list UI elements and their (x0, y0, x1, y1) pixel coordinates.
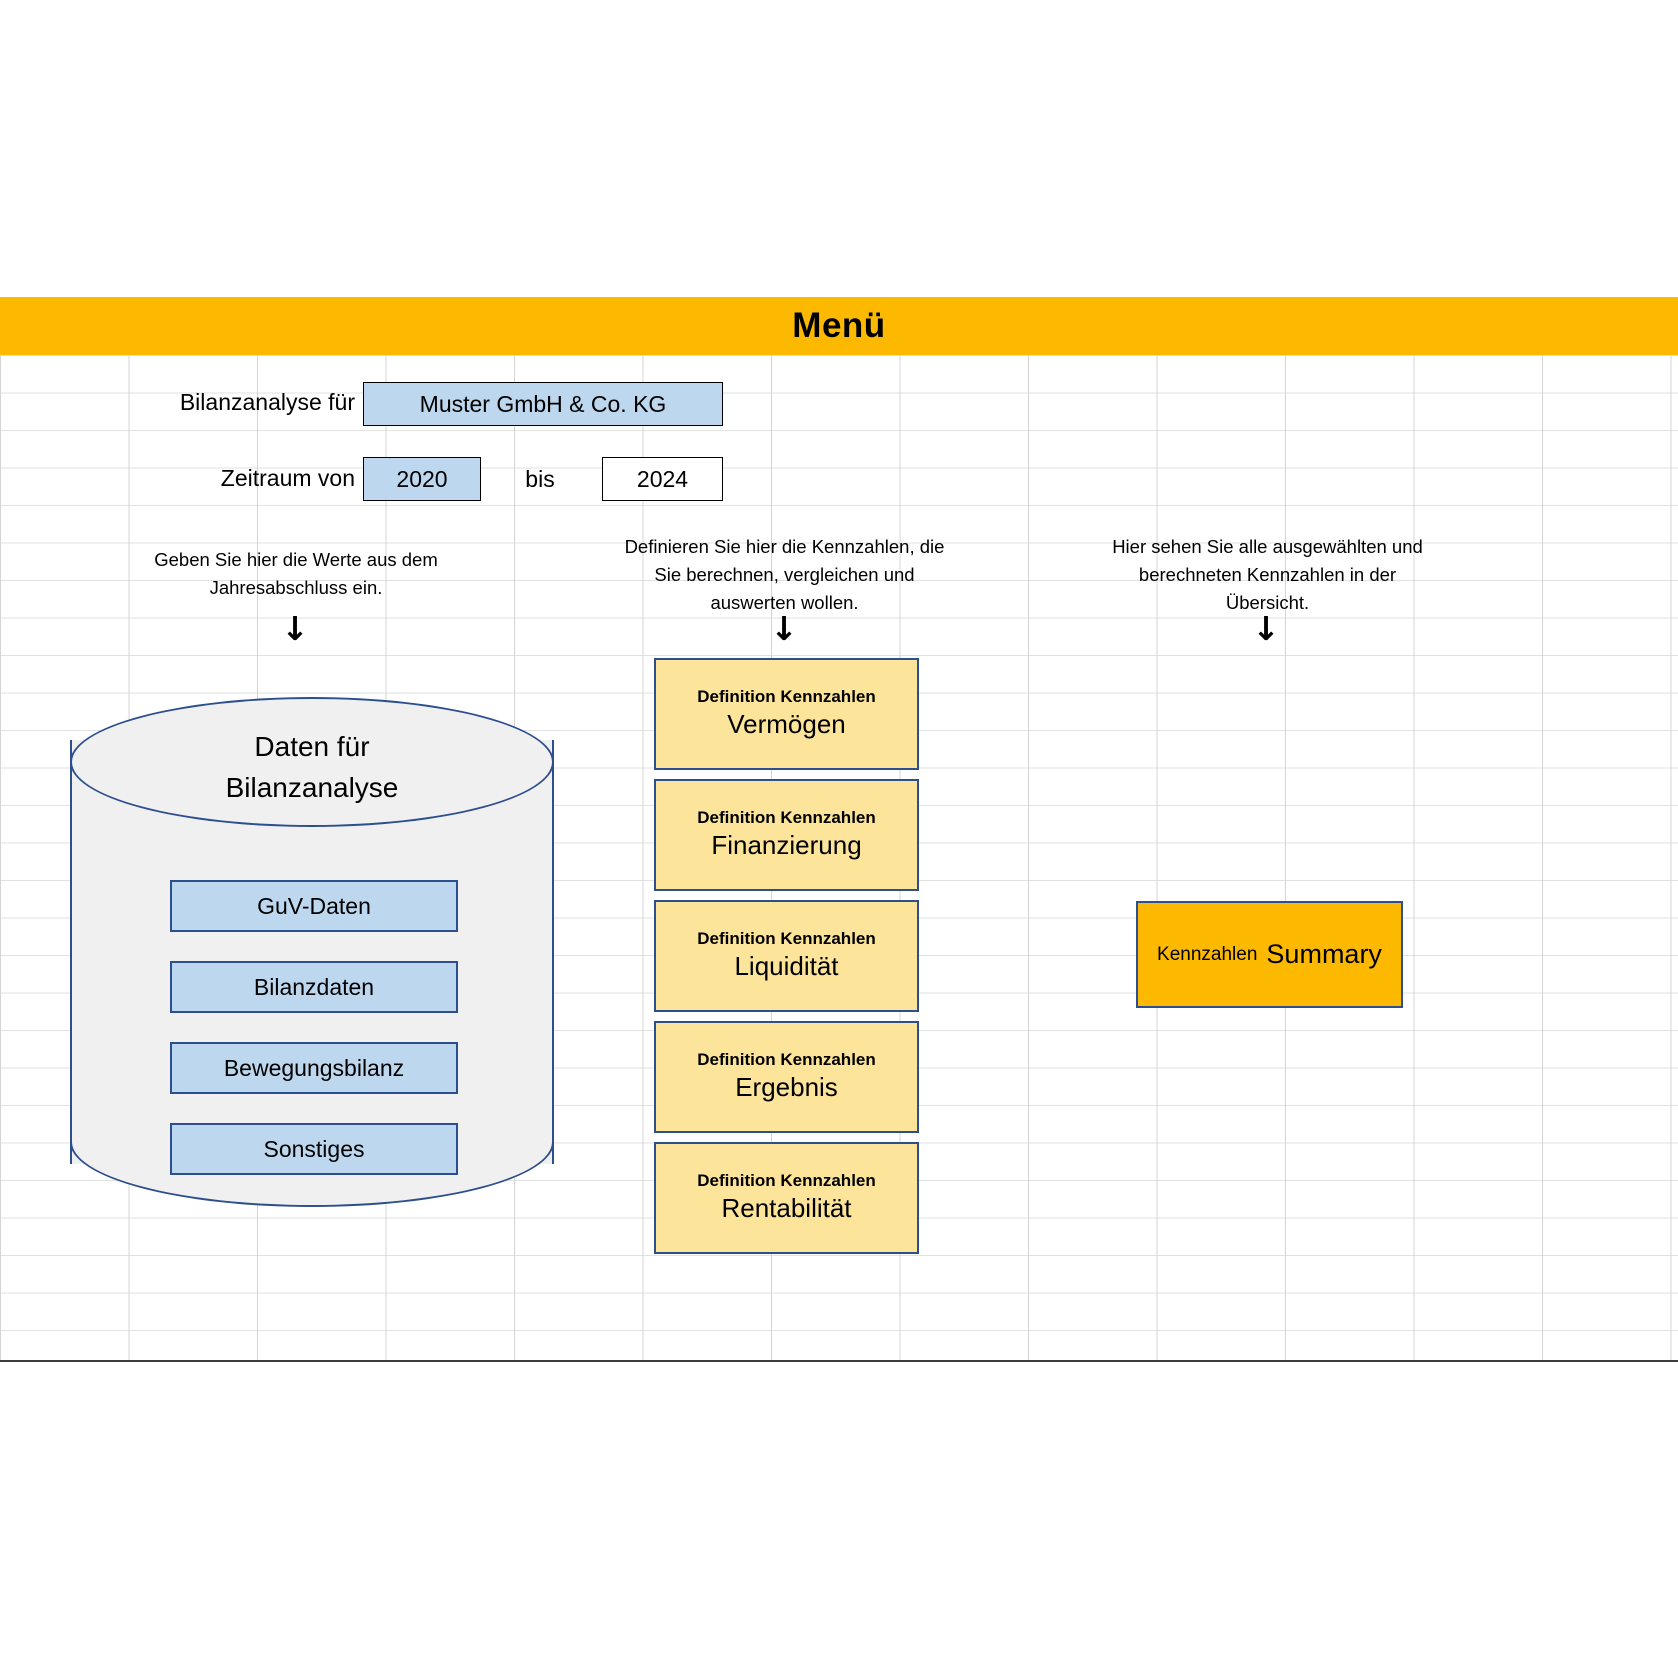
summary-prefix: Kennzahlen (1157, 943, 1258, 965)
menu-title-banner: Menü (0, 297, 1678, 355)
database-title-line1: Daten für (254, 731, 370, 762)
card-kicker: Definition Kennzahlen (697, 1050, 876, 1070)
button-bewegungsbilanz[interactable]: Bewegungsbilanz (170, 1042, 458, 1094)
database-cylinder: Daten für Bilanzanalyse GuV-Daten Bilanz… (70, 697, 554, 1207)
cylinder-top-ellipse (70, 697, 554, 827)
arrow-down-icon-definitions: ↓ (770, 609, 798, 648)
company-input[interactable]: Muster GmbH & Co. KG (363, 382, 723, 426)
company-label: Bilanzanalyse für (179, 389, 355, 416)
card-definition-rentabilitaet[interactable]: Definition Kennzahlen Rentabilität (654, 1142, 919, 1254)
card-kicker: Definition Kennzahlen (697, 687, 876, 707)
hint-summary: Hier sehen Sie alle ausgewählten und ber… (1112, 536, 1423, 614)
button-sonstiges[interactable]: Sonstiges (170, 1123, 458, 1175)
button-guv-daten[interactable]: GuV-Daten (170, 880, 458, 932)
period-label: Zeitraum von (220, 465, 355, 492)
summary-main: Summary (1266, 939, 1382, 969)
card-kennzahlen-summary[interactable]: Kennzahlen Summary (1136, 901, 1403, 1008)
card-definition-liquiditaet[interactable]: Definition Kennzahlen Liquidität (654, 900, 919, 1012)
card-name: Rentabilität (721, 1193, 852, 1224)
button-bilanzdaten[interactable]: Bilanzdaten (170, 961, 458, 1013)
period-between-label: bis (525, 465, 555, 492)
card-kicker: Definition Kennzahlen (697, 1171, 876, 1191)
card-name: Ergebnis (735, 1072, 838, 1103)
card-kicker: Definition Kennzahlen (697, 929, 876, 949)
hint-definitions: Definieren Sie hier die Kennzahlen, die … (624, 536, 945, 614)
card-kicker: Definition Kennzahlen (697, 808, 876, 828)
card-definition-ergebnis[interactable]: Definition Kennzahlen Ergebnis (654, 1021, 919, 1133)
database-title: Daten für Bilanzanalyse (70, 727, 554, 808)
card-definition-vermoegen[interactable]: Definition Kennzahlen Vermögen (654, 658, 919, 770)
card-definition-finanzierung[interactable]: Definition Kennzahlen Finanzierung (654, 779, 919, 891)
hint-data-entry: Geben Sie hier die Werte aus dem Jahresa… (154, 549, 438, 599)
arrow-down-icon-summary: ↓ (1252, 609, 1280, 648)
period-to-input[interactable]: 2024 (602, 457, 723, 501)
database-title-line2: Bilanzanalyse (225, 771, 399, 803)
period-from-input[interactable]: 2020 (363, 457, 481, 501)
card-name: Liquidität (734, 951, 839, 982)
arrow-down-icon-data: ↓ (281, 609, 309, 648)
page-title: Menü (792, 306, 886, 345)
card-name: Vermögen (727, 709, 846, 740)
card-name: Finanzierung (711, 830, 862, 861)
